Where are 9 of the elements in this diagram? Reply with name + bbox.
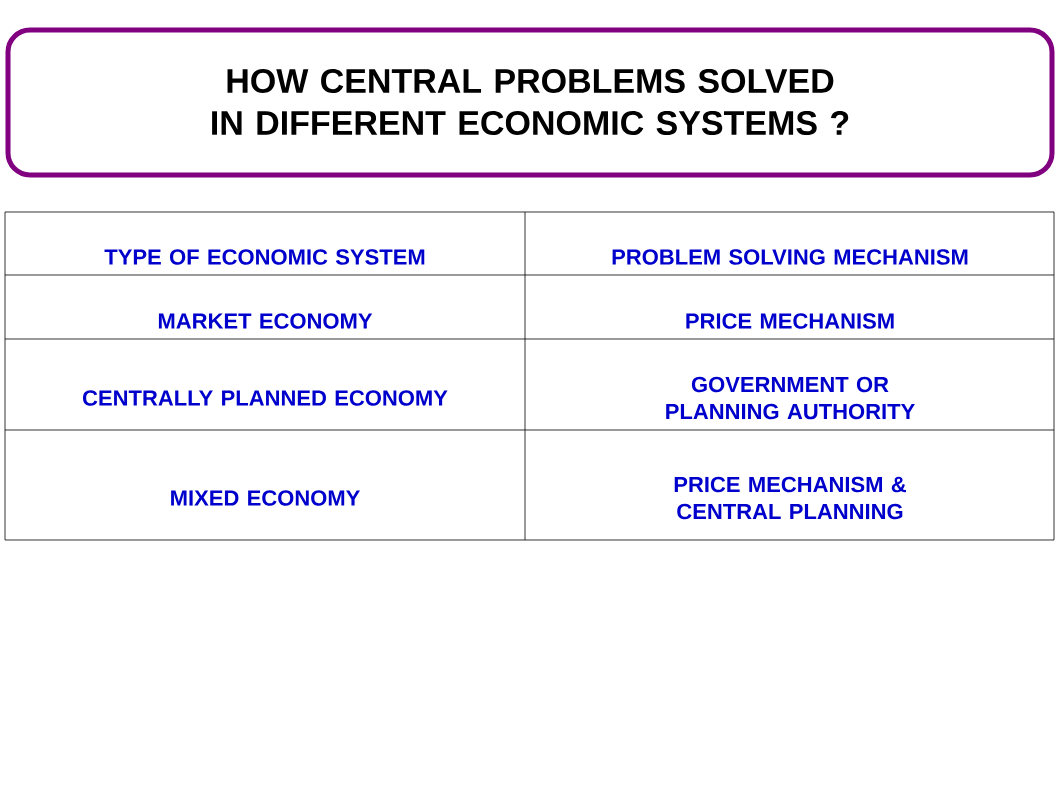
cell-text: PRICE MECHANISM & CENTRAL PLANNING — [674, 476, 906, 520]
cell-text: PRICE MECHANISM — [686, 313, 894, 329]
cell-text: TYPE OF ECONOMIC SYSTEM — [104, 249, 425, 265]
cell-text: GOVERNMENT OR PLANNING AUTHORITY — [666, 376, 915, 420]
cell-text: CENTRALLY PLANNED ECONOMY — [83, 390, 448, 406]
cell-text: MIXED ECONOMY — [171, 490, 360, 506]
cell-text: MARKET ECONOMY — [158, 313, 373, 329]
cell-text: PROBLEM SOLVING MECHANISM — [612, 249, 968, 265]
title-banner: HOW CENTRAL PROBLEMS SOLVED IN DIFFERENT ECONOMIC SYSTEMS ? — [5, 27, 1055, 178]
